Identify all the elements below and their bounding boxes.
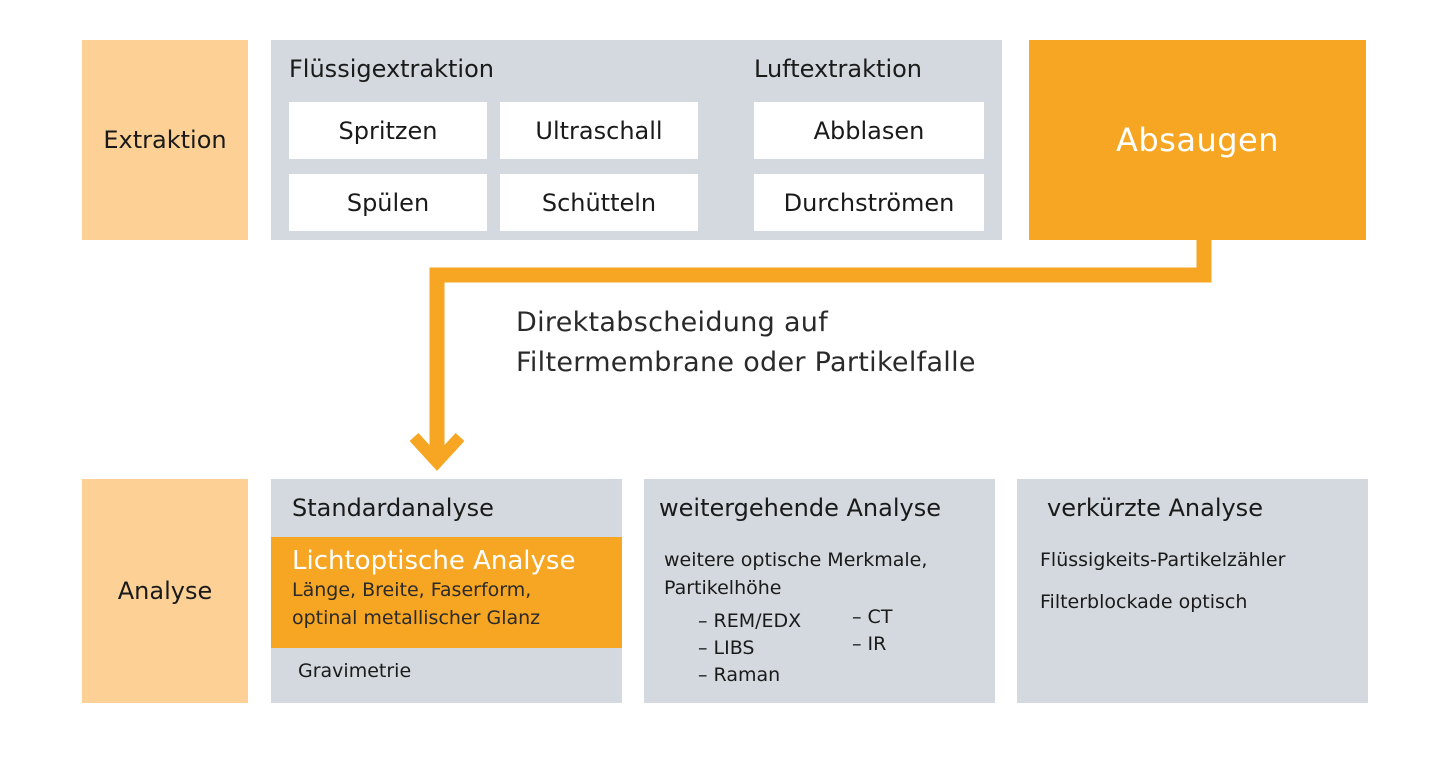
shortened-analysis-title: verkürzte Analyse: [1047, 494, 1263, 522]
list-item: CT: [852, 604, 893, 631]
method-box-spritzen: Spritzen: [289, 102, 487, 159]
arrow-head-icon: [409, 432, 465, 471]
method-label: Spülen: [346, 188, 430, 217]
air-extraction-title: Luftextraktion: [754, 55, 922, 83]
list-item: LIBS: [698, 635, 801, 662]
absaugen-label: Absaugen: [1115, 121, 1280, 159]
method-label: Schütteln: [541, 188, 657, 217]
light-optical-analysis-box: Lichtoptische Analyse Länge, Breite, Fas…: [271, 537, 622, 648]
shortened-item-1: Flüssigkeits-Partikelzähler: [1040, 549, 1286, 571]
method-label: Ultraschall: [535, 116, 663, 145]
shortened-analysis-panel: [1017, 479, 1368, 703]
method-label: Durchströmen: [783, 188, 955, 217]
absaugen-box: Absaugen: [1029, 40, 1366, 240]
extraction-row-label: Extraktion: [82, 40, 248, 240]
method-box-durchstroemen: Durchströmen: [754, 174, 984, 231]
method-box-ultraschall: Ultraschall: [500, 102, 698, 159]
list-item: REM/EDX: [698, 608, 802, 635]
extended-analysis-line1: weitere optische Merkmale,: [664, 549, 928, 571]
extended-analysis-line2: Partikelhöhe: [664, 577, 782, 599]
gravimetry-label: Gravimetrie: [298, 660, 412, 682]
light-optical-title: Lichtoptische Analyse: [292, 546, 576, 576]
flow-caption-line2: Filtermembrane oder Partikelfalle: [516, 347, 976, 378]
extraction-label-text: Extraktion: [103, 126, 227, 154]
method-label: Spritzen: [338, 116, 438, 145]
method-label: Abblasen: [813, 116, 925, 145]
standard-analysis-title: Standardanalyse: [292, 494, 494, 522]
extended-methods-list-1: REM/EDX LIBS Raman: [698, 608, 802, 689]
extended-methods-list-2: CT IR: [852, 604, 893, 658]
list-item: Raman: [698, 662, 801, 689]
analysis-label-text: Analyse: [117, 577, 213, 605]
analysis-row-label: Analyse: [82, 479, 248, 703]
method-box-abblasen: Abblasen: [754, 102, 984, 159]
light-optical-line1: Länge, Breite, Faserform,: [292, 579, 532, 601]
flow-caption: Direktabscheidung auf Filtermembrane ode…: [516, 303, 976, 383]
method-box-schuetteln: Schütteln: [500, 174, 698, 231]
method-box-spuelen: Spülen: [289, 174, 487, 231]
fluid-extraction-title: Flüssigextraktion: [289, 55, 494, 83]
shortened-item-2: Filterblockade optisch: [1040, 591, 1248, 613]
light-optical-line2: optinal metallischer Glanz: [292, 607, 541, 629]
flow-caption-line1: Direktabscheidung auf: [516, 307, 829, 338]
list-item: IR: [852, 631, 892, 658]
extended-analysis-title: weitergehende Analyse: [659, 494, 941, 522]
